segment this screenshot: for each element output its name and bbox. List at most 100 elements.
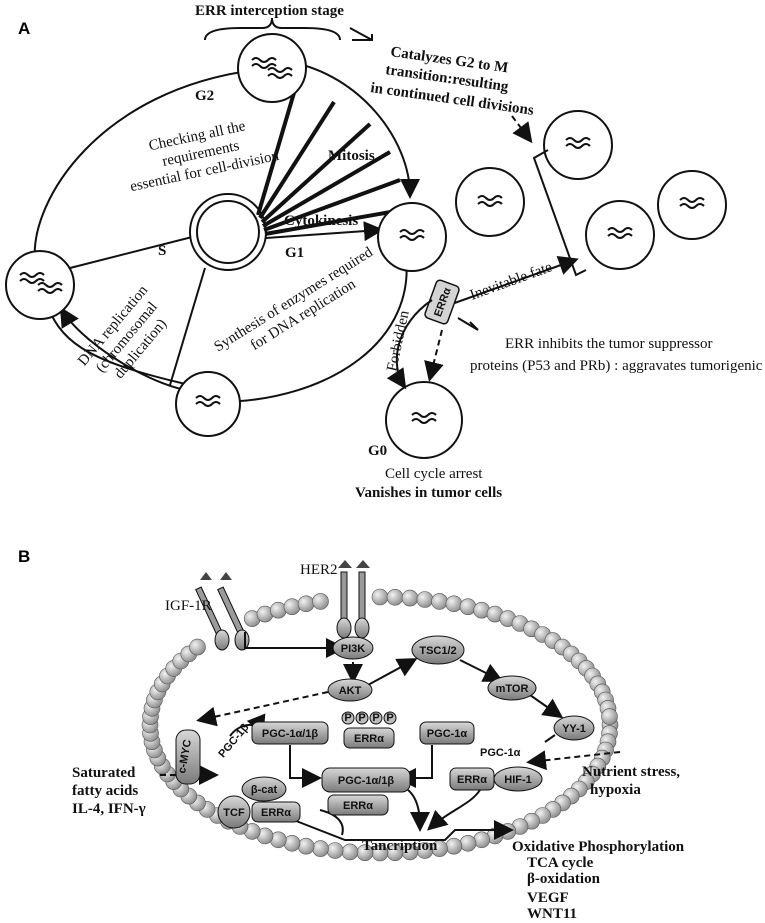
erra-hif-label: ERRα xyxy=(457,774,487,786)
bcat-label: β-cat xyxy=(251,784,278,796)
membrane-bead xyxy=(445,595,463,613)
nutrient-line-1: Nutrient stress, xyxy=(582,764,680,780)
erra-tcf-label: ERRα xyxy=(261,807,291,819)
cytokinesis-label: Cytokinesis xyxy=(284,213,358,229)
her2-label: HER2 xyxy=(300,562,338,578)
saturated-line-2: fatty acids xyxy=(72,783,138,799)
membrane-bead xyxy=(283,598,301,616)
pgc1a-node-label: PGC-1α xyxy=(427,728,468,740)
s-label: S xyxy=(158,243,166,259)
arrow-to-g1-cell xyxy=(265,221,384,242)
membrane-bead xyxy=(269,601,287,619)
err-alpha-box xyxy=(424,279,460,325)
membrane-bead xyxy=(431,593,448,610)
cell-s xyxy=(5,250,75,320)
akt-label: AKT xyxy=(339,685,362,697)
yy1-label: YY-1 xyxy=(562,723,586,735)
node-pi3k xyxy=(332,636,374,660)
inevitable-fate-arrow xyxy=(434,255,579,311)
node-pgc1a xyxy=(419,721,475,745)
cycle-arc-g2-mitosis xyxy=(289,61,420,199)
output-vegf: VEGF xyxy=(527,890,569,906)
phospho-group xyxy=(341,711,397,749)
membrane-bead xyxy=(312,593,329,610)
node-yy1 xyxy=(553,715,595,741)
membrane-bead xyxy=(401,589,419,607)
panel-b-label: B xyxy=(18,547,30,566)
g1-label: G1 xyxy=(285,245,304,261)
interception-brace xyxy=(204,17,341,41)
cell-bottom xyxy=(175,371,241,437)
pgc1ab-top-label: PGC-1α/1β xyxy=(262,728,319,740)
membrane-bead xyxy=(312,840,329,857)
membrane-bead xyxy=(386,588,404,606)
output-wnt11: WNT11 xyxy=(527,906,577,922)
mitosis-label: Mitosis xyxy=(328,148,375,164)
pgc1ab-center-label: PGC-1α/1β xyxy=(338,775,395,787)
cell-g1 xyxy=(377,202,447,272)
membrane-bead xyxy=(326,842,344,859)
tcf-label: TCF xyxy=(223,807,245,819)
dashed-arrow-division xyxy=(511,115,533,144)
mtor-label: mTOR xyxy=(496,683,529,695)
cell-cycle-arrest-label: Cell cycle arrest xyxy=(385,466,483,482)
node-erra-hif xyxy=(449,766,543,792)
err-inhibits-line-2: proteins (P53 and PRb) : aggravates tumo… xyxy=(470,358,765,374)
node-mtor xyxy=(487,675,537,701)
phospho-1: P xyxy=(344,712,351,724)
membrane-bead xyxy=(416,591,434,608)
node-pgc1ab-center xyxy=(321,767,411,793)
phospho-4: P xyxy=(386,712,393,724)
panel-a-label: A xyxy=(18,19,30,38)
membrane-bead xyxy=(371,588,389,606)
node-cmyc xyxy=(175,729,201,785)
output-oxphos: Oxidative Phosphorylation xyxy=(512,839,685,855)
cell-division-1 xyxy=(455,167,525,237)
membrane-bead xyxy=(445,837,463,855)
pathway-arrows xyxy=(160,632,621,841)
line-center-bottom xyxy=(169,267,206,386)
saturated-line-3: IL-4, IFN-γ xyxy=(72,801,146,817)
membrane-bead xyxy=(459,598,477,616)
output-tca: TCA cycle xyxy=(527,855,594,871)
err-inhibits-line-1: ERR inhibits the tumor suppressor xyxy=(505,336,713,352)
node-erra-center xyxy=(327,794,389,816)
membrane-bead xyxy=(601,708,618,725)
node-pgc1ab-top xyxy=(251,721,329,745)
inevitable-fate-label: Inevitable fate xyxy=(468,259,555,304)
arrow-to-dna-rep xyxy=(59,306,186,391)
transcription-label: Tancription xyxy=(362,838,438,854)
membrane-bead xyxy=(189,638,206,656)
node-tsc xyxy=(411,635,465,665)
cycle-arc-bottom-g1 xyxy=(221,249,408,403)
forbidden-dashed-arrow xyxy=(424,329,444,382)
err-inhibit-arrow xyxy=(457,317,479,331)
cmyc-label: c-MYC xyxy=(176,739,194,775)
interception-stage-text: ERR interception stage xyxy=(195,3,344,19)
hif1-label: HIF-1 xyxy=(504,774,532,786)
phospho-2: P xyxy=(358,712,365,724)
erra-center-label: ERRα xyxy=(343,800,373,812)
igf1r-label: IGF-1R xyxy=(165,598,212,614)
cell-division-2 xyxy=(543,110,613,180)
node-bcat-tcf xyxy=(217,776,301,829)
line-s xyxy=(69,234,201,269)
output-beta-oxidation: β-oxidation xyxy=(527,871,601,887)
cell-g2 xyxy=(237,33,307,103)
nutrient-line-2: hypoxia xyxy=(590,782,641,798)
forbidden-arrow xyxy=(386,299,433,390)
pgc1b-side-label: PGC-1β xyxy=(216,721,251,760)
interception-arrow xyxy=(349,27,373,41)
vanishes-label: Vanishes in tumor cells xyxy=(355,485,502,501)
cell-g0 xyxy=(385,381,463,459)
mitosis-rays xyxy=(256,85,403,236)
saturated-line-1: Saturated xyxy=(72,765,136,781)
division-bracket-angled xyxy=(532,149,587,277)
her2-receptor xyxy=(336,560,370,639)
forbidden-label: Forbidden xyxy=(384,309,413,373)
membrane-bead xyxy=(297,595,315,613)
g2-label: G2 xyxy=(195,88,214,104)
g0-label: G0 xyxy=(368,443,387,459)
tsc-label: TSC1/2 xyxy=(419,645,456,657)
